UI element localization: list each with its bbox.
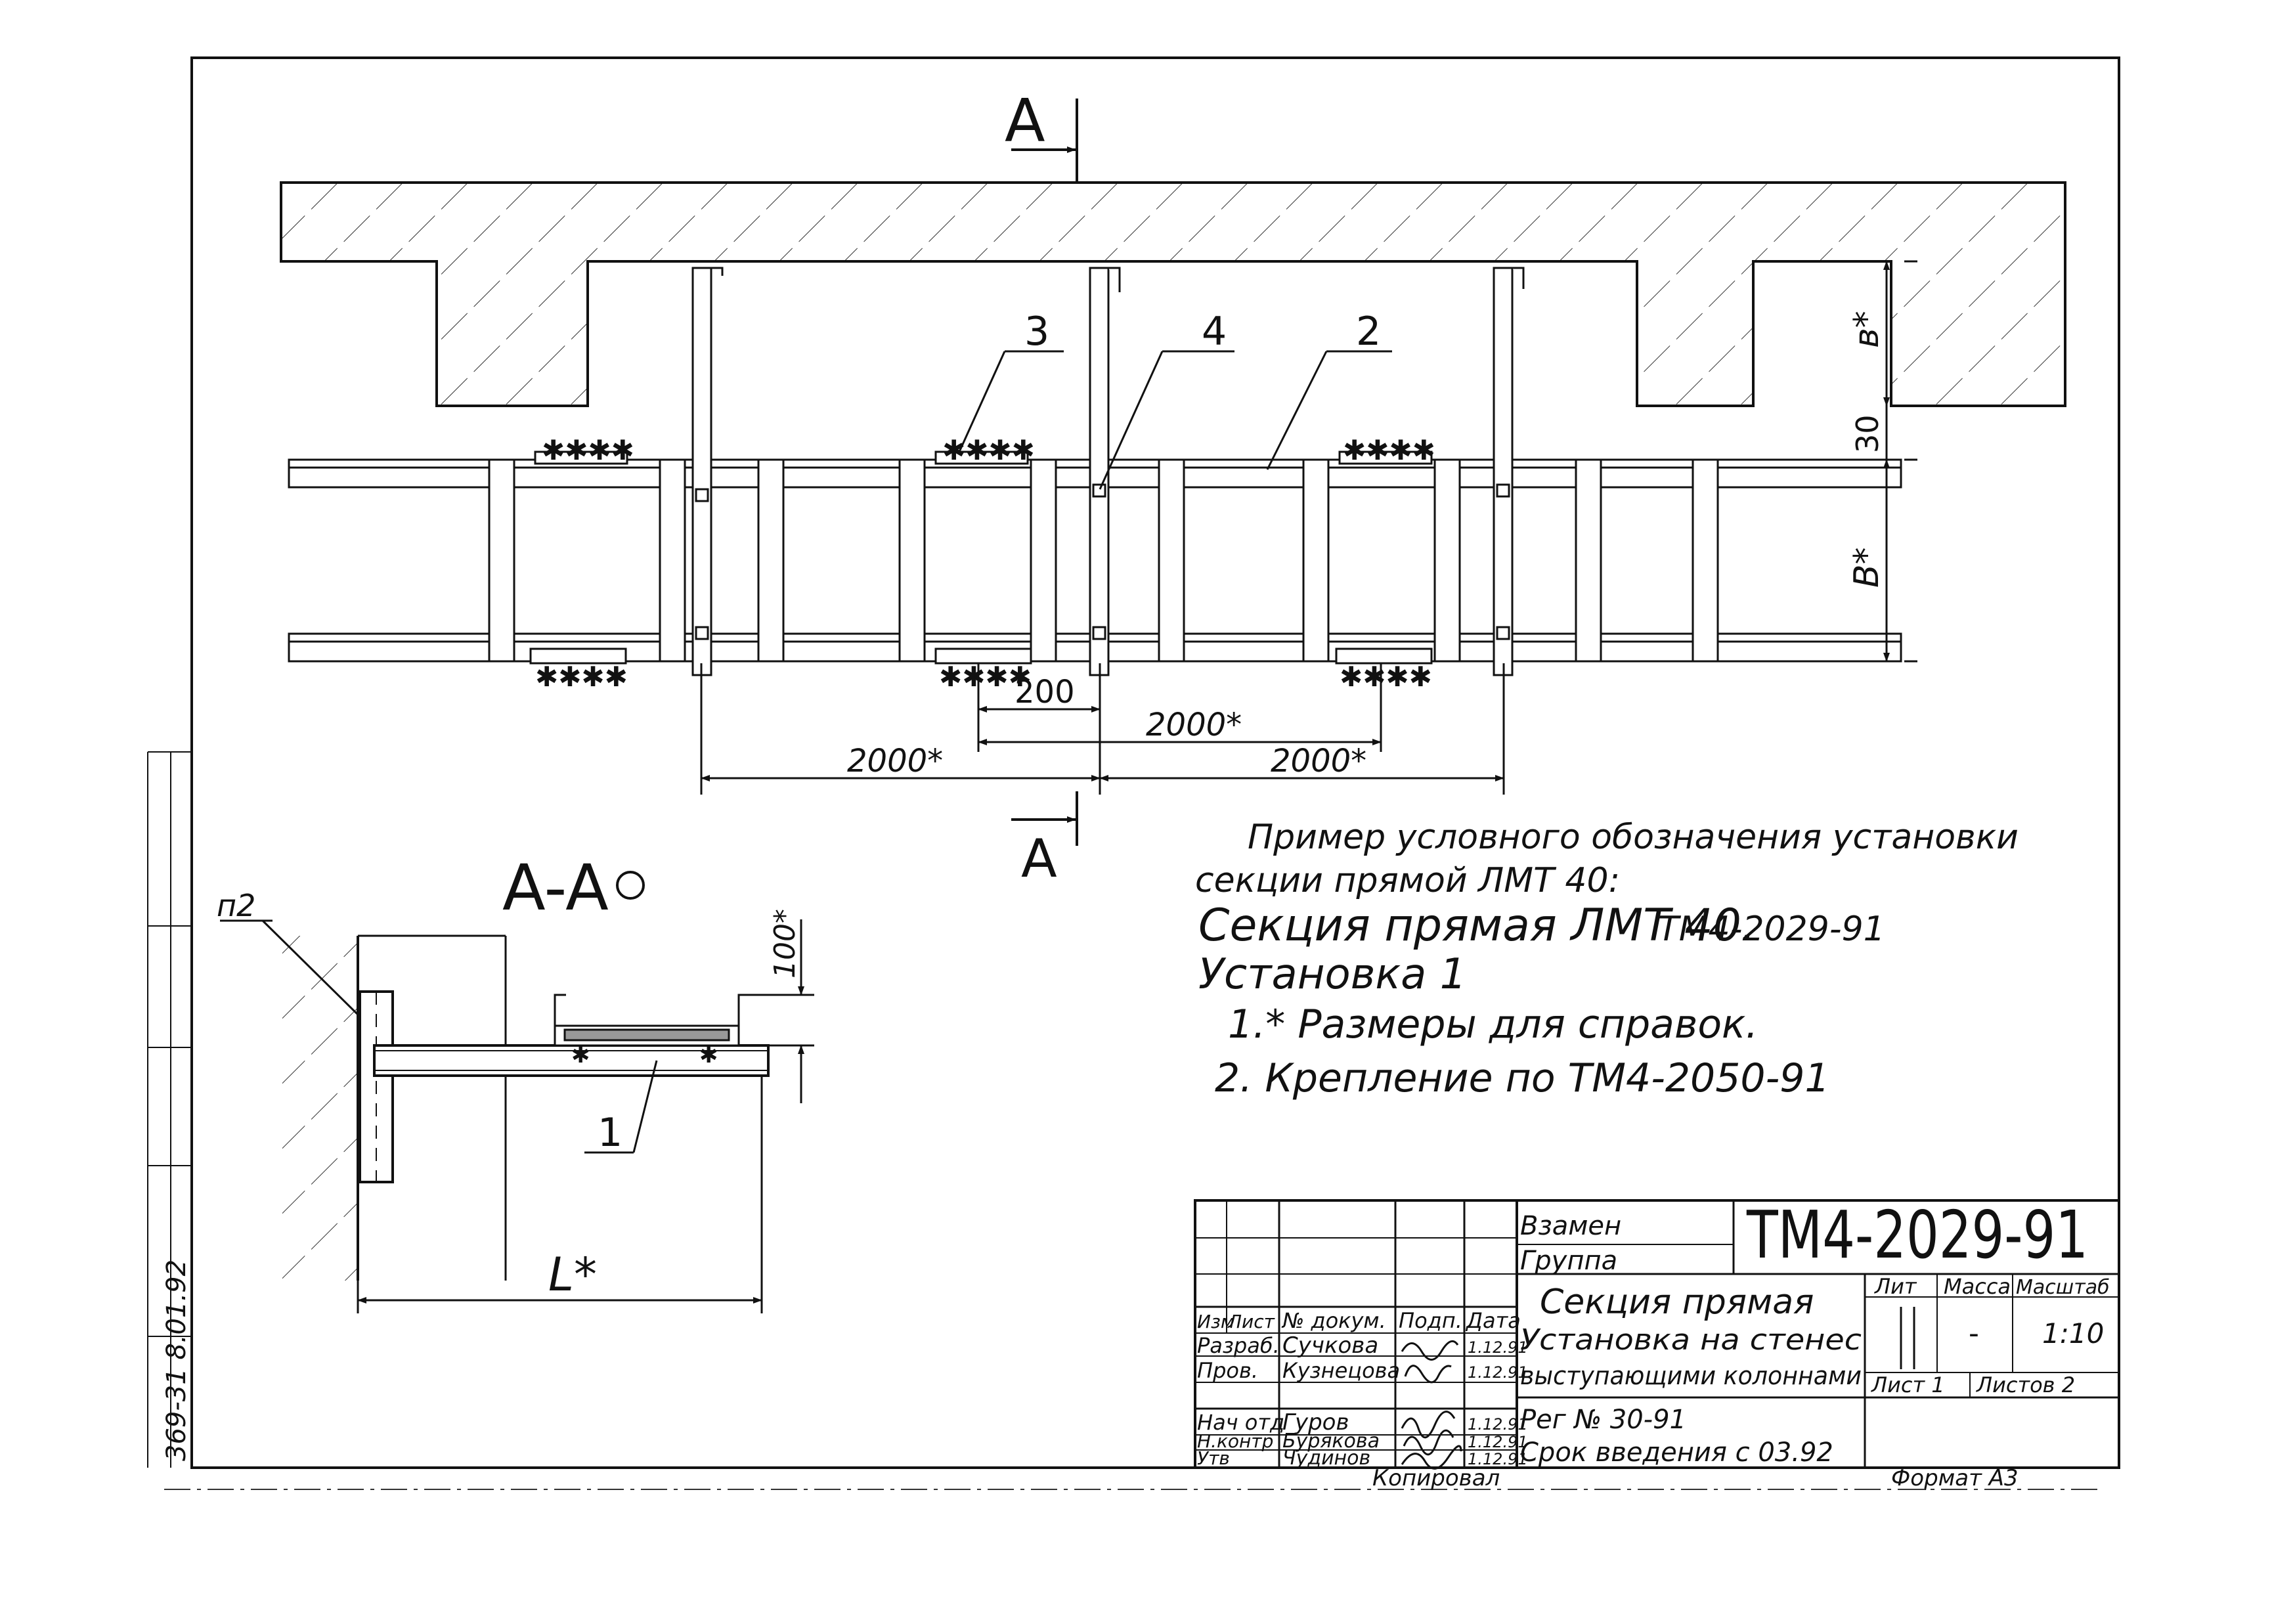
tb-date-utv: 1.12.91 bbox=[1468, 1450, 1528, 1468]
dim-b-bottom: В* bbox=[1847, 547, 1887, 588]
notes: Пример условного обозначения установки с… bbox=[1195, 818, 2019, 1101]
leader-3: 3 bbox=[1024, 309, 1049, 355]
tb-title3: выступающими колоннами bbox=[1520, 1361, 1862, 1390]
note-line1: Пример условного обозначения установки bbox=[1248, 818, 2019, 857]
svg-text:✱✱✱✱: ✱✱✱✱ bbox=[939, 661, 1032, 693]
section-title: A-A bbox=[502, 851, 609, 925]
section-tray bbox=[554, 994, 749, 1047]
section-bracket bbox=[359, 990, 770, 1183]
dim-L-lines bbox=[357, 1077, 763, 1313]
dim-b-top: в* bbox=[1847, 311, 1887, 348]
wall-with-columns bbox=[280, 181, 2066, 407]
tb-col-list: Лист bbox=[1227, 1311, 1275, 1332]
leader-p2: п2 bbox=[217, 888, 255, 923]
dim-2000-mid: 2000* bbox=[1146, 707, 1242, 743]
tb-reg: Рег № 30-91 bbox=[1520, 1405, 1686, 1435]
dim-30: 30 bbox=[1850, 414, 1885, 453]
side-stamp: 369-31 8.01.92 bbox=[162, 1260, 192, 1461]
leader-2: 2 bbox=[1356, 309, 1381, 355]
tb-name-nach: Гуров bbox=[1282, 1409, 1349, 1436]
tb-col-podp: Подп. bbox=[1399, 1308, 1462, 1333]
dim-200: 200 bbox=[1015, 674, 1075, 711]
svg-text:✱✱✱✱: ✱✱✱✱ bbox=[1340, 661, 1432, 693]
tb-title1: Секция прямая bbox=[1540, 1283, 1814, 1322]
tb-role-razrab: Разраб. bbox=[1197, 1333, 1280, 1358]
section-mark-bottom: A bbox=[1021, 828, 1057, 889]
tb-title2: Установка на стенес bbox=[1520, 1323, 1862, 1357]
dim-2000-left: 2000* bbox=[847, 743, 943, 779]
tb-role-utv: Утв bbox=[1197, 1447, 1230, 1469]
tb-lit: Лит bbox=[1874, 1274, 1917, 1299]
tb-date-nkontr: 1.12.91 bbox=[1468, 1433, 1528, 1451]
side-strip bbox=[147, 751, 192, 1468]
section-bolts: ✱ bbox=[571, 1042, 590, 1068]
section-view-circle bbox=[616, 871, 645, 900]
tb-format: Формат А3 bbox=[1891, 1465, 2019, 1491]
tb-name-nkontr: Бурякова bbox=[1282, 1430, 1380, 1453]
tb-name-prov: Кузнецова bbox=[1282, 1358, 1400, 1383]
tb-date-razrab: 1.12.91 bbox=[1468, 1338, 1528, 1357]
tb-masshtab: Масштаб bbox=[2016, 1276, 2110, 1299]
wall-brackets bbox=[691, 267, 1525, 676]
tb-massa: Масса bbox=[1944, 1274, 2011, 1299]
section-wall bbox=[282, 936, 358, 1281]
section-mark-top: A bbox=[1005, 87, 1045, 156]
dim-2000-right: 2000* bbox=[1271, 743, 1366, 779]
tb-role-nach: Нач отд bbox=[1197, 1410, 1284, 1435]
note-line2: секции прямой ЛМТ 40: bbox=[1195, 861, 1620, 900]
dim-lines bbox=[700, 663, 1505, 795]
drawing-frame bbox=[190, 56, 2120, 1469]
note-line4: Установка 1 bbox=[1198, 950, 1466, 999]
tb-col-data: Дата bbox=[1465, 1308, 1521, 1333]
svg-text:✱✱✱✱: ✱✱✱✱ bbox=[535, 661, 628, 693]
svg-text:✱✱✱✱: ✱✱✱✱ bbox=[1343, 434, 1435, 466]
tb-massa-val: - bbox=[1969, 1317, 1979, 1350]
tb-kopiroval: Копировал bbox=[1372, 1465, 1500, 1491]
tb-date-prov: 1.12.91 bbox=[1468, 1363, 1528, 1382]
tray-rungs bbox=[488, 458, 1719, 663]
note-item2: 2. Крепление по ТМ4-2050-91 bbox=[1215, 1055, 1830, 1101]
leader-1: 1 bbox=[598, 1110, 622, 1156]
tb-vzamen: Взамен bbox=[1520, 1211, 1621, 1241]
tb-srok: Срок введения с 03.92 bbox=[1520, 1437, 1833, 1468]
tb-list: Лист 1 bbox=[1871, 1372, 1945, 1397]
joint-plates bbox=[529, 450, 1433, 665]
svg-text:✱✱✱✱: ✱✱✱✱ bbox=[542, 434, 634, 466]
leader-4: 4 bbox=[1202, 309, 1227, 355]
tb-listov: Листов 2 bbox=[1976, 1372, 2075, 1397]
tb-col-izm: Изм bbox=[1197, 1311, 1234, 1332]
section-bolts-2: ✱ bbox=[699, 1042, 718, 1068]
title-block-lines bbox=[1194, 1199, 2120, 1469]
tb-name-razrab: Сучкова bbox=[1282, 1332, 1378, 1359]
note-line3: Секция прямая ЛМТ 40. bbox=[1198, 900, 1756, 952]
note-item1: 1.* Размеры для справок. bbox=[1228, 1001, 1758, 1047]
signatures bbox=[1401, 1340, 1462, 1470]
vertical-dims bbox=[1883, 260, 1917, 663]
tb-doc-code: ТМ4-2029-91 bbox=[1746, 1196, 2088, 1273]
tb-date-nach: 1.12.91 bbox=[1468, 1415, 1528, 1434]
dim-L: L* bbox=[548, 1248, 597, 1302]
dim-100-lines bbox=[742, 919, 814, 1103]
tb-role-prov: Пров. bbox=[1197, 1358, 1258, 1383]
svg-text:✱✱✱✱: ✱✱✱✱ bbox=[942, 434, 1035, 466]
dim-100: 100* bbox=[768, 909, 802, 978]
note-line3-doc: ТМ4-2029-91 bbox=[1658, 910, 1885, 949]
bolt-symbols: ✱✱✱✱ ✱✱✱✱ ✱✱✱✱ ✱✱✱✱ ✱✱✱✱ ✱✱✱✱ bbox=[535, 434, 1435, 693]
tb-col-doc: № докум. bbox=[1281, 1308, 1386, 1333]
tb-role-nkontr: Н.контр bbox=[1197, 1430, 1273, 1452]
tb-gruppa: Группа bbox=[1520, 1246, 1617, 1276]
tb-name-utv: Чудинов bbox=[1282, 1447, 1370, 1470]
tb-scale-val: 1:10 bbox=[2042, 1317, 2104, 1350]
